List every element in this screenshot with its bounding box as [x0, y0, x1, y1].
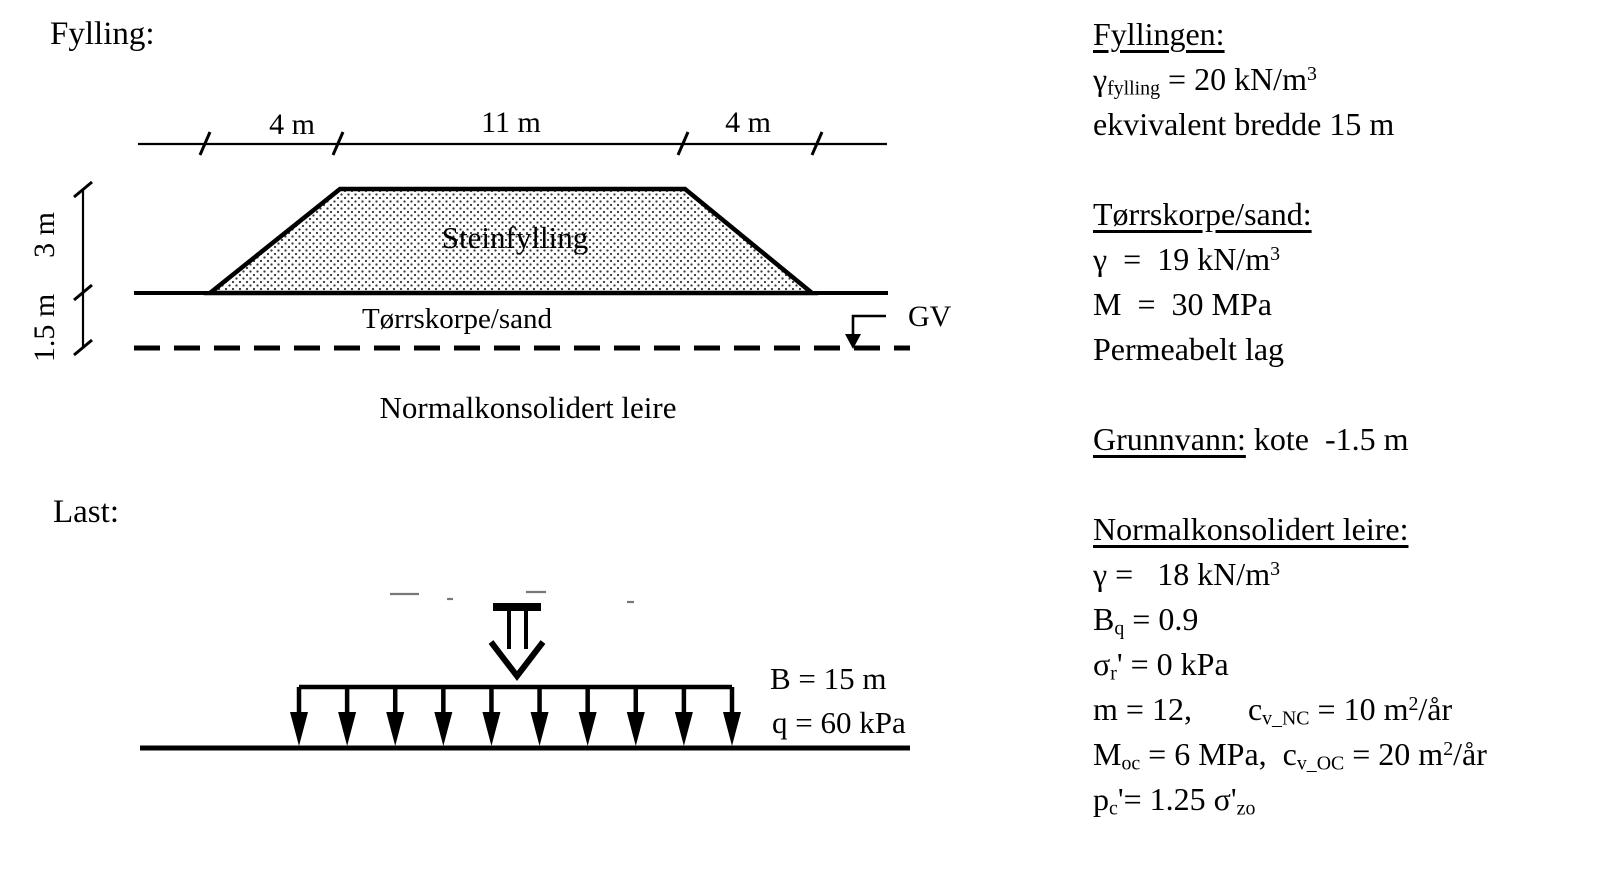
property-line: Permeabelt lag	[1093, 327, 1593, 372]
dimension-label-1-5m: 1.5 m	[28, 293, 61, 363]
property-section-fyllingen: Fyllingen: γfylling = 20 kN/m3 ekvivalent …	[1093, 12, 1593, 147]
text-segment: fylling	[1107, 77, 1161, 100]
scan-artifact-dashes	[390, 590, 634, 604]
dimension-label-11m: 11 m	[481, 106, 541, 139]
text-segment: γ	[1093, 61, 1108, 97]
load-arrow-head-icon	[290, 712, 308, 746]
text-segment: γ = 19 kN/m	[1093, 241, 1271, 277]
text-segment: c	[1247, 691, 1263, 727]
text-segment: 2	[1408, 693, 1419, 716]
load-arrow-head-icon	[578, 712, 597, 746]
text-segment: = 0.9	[1124, 601, 1199, 637]
text-segment: q	[1114, 617, 1125, 640]
property-line: γ = 18 kN/m3	[1093, 552, 1593, 597]
load-arrow-head-icon	[530, 712, 549, 746]
load-pressure-label: q = 60 kPa	[772, 705, 906, 740]
property-line: pc'= 1.25 σ'zo	[1093, 777, 1593, 822]
property-line: γfylling = 20 kN/m3	[1093, 57, 1593, 102]
text-segment: '= 1.25 σ'	[1117, 781, 1237, 817]
property-section-grunnvann: Grunnvann: kote -1.5 m	[1093, 417, 1593, 462]
dry-crust-label: Tørrskorpe/sand	[361, 303, 553, 335]
property-line: Bq = 0.9	[1093, 597, 1593, 642]
text-segment: 3	[1270, 558, 1280, 581]
text-segment: γ = 18 kN/m	[1093, 556, 1271, 592]
text-segment: p	[1093, 781, 1109, 817]
text-segment: M = 30 MPa	[1093, 286, 1272, 322]
text-segment: c	[1109, 797, 1118, 820]
property-line: γ = 19 kN/m3	[1093, 237, 1593, 282]
property-line: m = 12, cv_NC = 10 m2/år	[1093, 687, 1593, 732]
load-arrow-head-icon	[386, 712, 405, 746]
text-segment: Permeabelt lag	[1093, 331, 1285, 367]
property-line: Moc = 6 MPa, cv_OC = 20 m2/år	[1093, 732, 1593, 777]
text-segment: v_OC	[1296, 752, 1345, 775]
property-line: Fyllingen:	[1093, 12, 1593, 57]
text-segment: zo	[1236, 797, 1256, 820]
embankment-section-title: Fylling:	[50, 16, 155, 52]
text-segment: B	[1093, 601, 1115, 637]
property-line: σr' = 0 kPa	[1093, 642, 1593, 687]
dimension-label-3m: 3 m	[28, 212, 61, 258]
property-line: Normalkonsolidert leire:	[1093, 507, 1593, 552]
text-segment: = 6 MPa,	[1140, 736, 1283, 772]
dimension-label-right-4m: 4 m	[725, 106, 771, 139]
text-segment: r	[1110, 662, 1117, 685]
text-segment: σ	[1093, 646, 1111, 682]
property-line: M = 30 MPa	[1093, 282, 1593, 327]
text-segment: = 20 kN/m	[1160, 61, 1307, 97]
groundwater-marker-icon	[845, 314, 886, 349]
load-width-label: B = 15 m	[770, 661, 887, 696]
text-segment: c	[1282, 736, 1297, 772]
text-segment: Tørrskorpe/sand:	[1093, 196, 1312, 232]
top-dimension-line	[138, 131, 887, 156]
text-segment: /år	[1453, 736, 1487, 772]
load-arrow-head-icon	[723, 712, 741, 746]
text-segment: Grunnvann:	[1093, 421, 1246, 457]
text-segment: = 20 m	[1344, 736, 1444, 772]
clay-label: Normalkonsolidert leire	[379, 390, 677, 425]
load-arrow-head-icon	[626, 712, 645, 746]
text-segment: v_NC	[1262, 707, 1310, 730]
resultant-load-arrow-icon	[488, 603, 546, 681]
distributed-load-arrows	[290, 687, 741, 746]
text-segment: ekvivalent bredde 15 m	[1093, 106, 1395, 142]
text-segment: M	[1093, 736, 1122, 772]
text-segment: 3	[1306, 63, 1317, 86]
property-line: Tørrskorpe/sand:	[1093, 192, 1593, 237]
dimension-label-left-4m: 4 m	[269, 108, 315, 141]
text-segment: oc	[1121, 752, 1141, 775]
text-segment: 2	[1443, 738, 1454, 761]
property-line: Grunnvann: kote -1.5 m	[1093, 417, 1593, 462]
text-segment: m = 12,	[1093, 691, 1248, 727]
text-segment: = 10 m	[1309, 691, 1409, 727]
text-segment: Fyllingen:	[1093, 16, 1225, 52]
load-section-title: Last:	[53, 494, 119, 530]
load-arrow-head-icon	[482, 712, 501, 746]
text-segment: 3	[1270, 243, 1280, 266]
load-arrow-head-icon	[674, 712, 693, 746]
groundwater-label: GV	[908, 300, 952, 333]
text-segment: /år	[1418, 691, 1453, 727]
property-line: ekvivalent bredde 15 m	[1093, 102, 1593, 147]
text-segment: kote -1.5 m	[1245, 421, 1409, 457]
left-dimension-line	[73, 180, 93, 357]
rockfill-label: Steinfylling	[441, 220, 589, 255]
load-arrow-head-icon	[434, 712, 453, 746]
text-segment: ' = 0 kPa	[1116, 646, 1229, 682]
text-segment: Normalkonsolidert leire:	[1093, 511, 1409, 547]
load-arrow-head-icon	[338, 712, 357, 746]
